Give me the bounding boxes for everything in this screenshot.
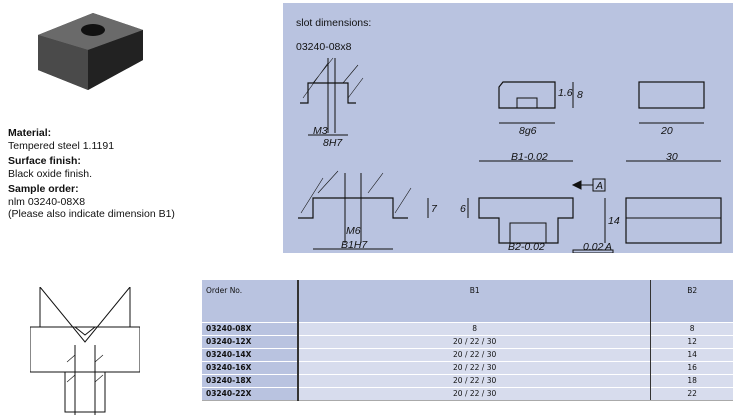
dim-30: 30 bbox=[666, 151, 678, 163]
product-info: Material: Tempered steel 1.1191 Surface … bbox=[8, 127, 198, 221]
drawing-variant: 03240-08x8 bbox=[296, 41, 352, 53]
sample-value: nlm 03240-08X8 bbox=[8, 195, 86, 208]
cell-order-no: 03240-12X bbox=[202, 334, 299, 348]
header-b1: B1 bbox=[298, 280, 652, 322]
dim-8: 8 bbox=[577, 89, 583, 101]
datum-a: A bbox=[596, 180, 604, 192]
dim-20: 20 bbox=[661, 125, 673, 137]
cell-order-no: 03240-14X bbox=[202, 347, 299, 361]
roughness: 1.6 bbox=[558, 87, 573, 99]
cell-b1: 20 / 22 / 30 bbox=[298, 386, 652, 401]
cell-b2: 16 bbox=[650, 360, 733, 374]
cell-b1: 20 / 22 / 30 bbox=[298, 360, 652, 374]
assembly-sketch bbox=[30, 287, 140, 415]
drawing-panel: slot dimensions: 03240-08x8 M3 8H7 8g6 8… bbox=[283, 3, 733, 253]
cell-b2: 22 bbox=[650, 386, 733, 401]
dim-m3: M3 bbox=[313, 125, 328, 137]
cell-b2: 12 bbox=[650, 334, 733, 348]
surface-label: Surface finish: bbox=[8, 155, 81, 167]
cell-order-no: 03240-08X bbox=[202, 321, 299, 335]
product-photo bbox=[38, 13, 143, 90]
cell-order-no: 03240-18X bbox=[202, 373, 299, 387]
material-value: Tempered steel 1.1191 bbox=[8, 139, 115, 152]
cell-order-no: 03240-16X bbox=[202, 360, 299, 374]
dim-b2: B2-0.02 bbox=[508, 241, 545, 253]
technical-drawing bbox=[298, 57, 722, 253]
cell-b2: 14 bbox=[650, 347, 733, 361]
cell-b1: 20 / 22 / 30 bbox=[298, 334, 652, 348]
dim-8g6: 8g6 bbox=[519, 125, 537, 137]
drawing-title: slot dimensions: bbox=[296, 17, 372, 29]
cell-b2: 8 bbox=[650, 321, 733, 335]
sample-label: Sample order: bbox=[8, 183, 79, 195]
dim-m6: M6 bbox=[346, 225, 361, 237]
cell-b2: 18 bbox=[650, 373, 733, 387]
header-b2: B2 bbox=[650, 280, 733, 322]
header-order-no: Order No. bbox=[202, 280, 299, 322]
dim-7: 7 bbox=[431, 203, 437, 215]
cell-order-no: 03240-22X bbox=[202, 386, 299, 401]
surface-value: Black oxide finish. bbox=[8, 167, 93, 180]
tolerance-datum: A bbox=[605, 241, 613, 253]
cell-b1: 20 / 22 / 30 bbox=[298, 347, 652, 361]
dim-b1h7: B1H7 bbox=[341, 239, 368, 251]
dim-8h7: 8H7 bbox=[323, 137, 343, 149]
sample-note: (Please also indicate dimension B1) bbox=[8, 208, 175, 220]
dim-6: 6 bbox=[460, 203, 466, 215]
dim-b1: B1-0.02 bbox=[511, 151, 548, 163]
cell-b1: 20 / 22 / 30 bbox=[298, 373, 652, 387]
material-label: Material: bbox=[8, 127, 52, 139]
tolerance-value: 0.02 bbox=[583, 241, 604, 253]
dim-14: 14 bbox=[608, 215, 620, 227]
cell-b1: 8 bbox=[298, 321, 652, 335]
table-header: Order No. B1 B2 bbox=[202, 280, 733, 322]
